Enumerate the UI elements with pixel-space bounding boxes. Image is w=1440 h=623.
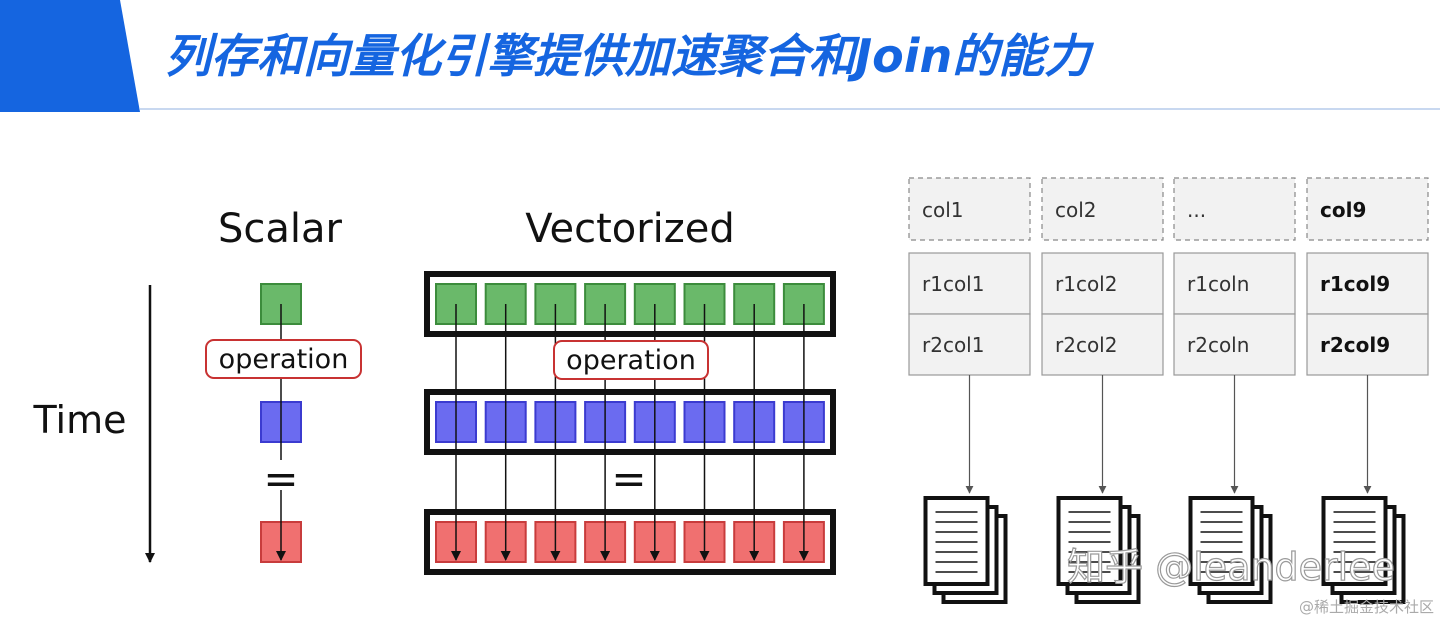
time-label: Time (33, 398, 127, 442)
column-row-label: r1coln (1187, 272, 1249, 296)
column-row-cell (1306, 252, 1429, 315)
column-header-label: col1 (922, 198, 964, 222)
watermark-main: 知乎 @leanderlee (1067, 545, 1395, 589)
column-row-cell (908, 313, 1031, 376)
column-row-cell (1173, 313, 1296, 376)
column-1: col1 r1col1 r2col1 (908, 177, 1031, 604)
column-store-section: col1 r1col1 r2col1 col2 r1col2 r2col2... r1col… (908, 177, 1429, 604)
vector-equals-bg (614, 460, 644, 490)
page-title: 列存和向量化引擎提供加速聚合和Join的能力 (165, 29, 1094, 83)
vectorized-heading: Vectorized (525, 206, 735, 252)
scalar-equals-bg (268, 460, 294, 490)
column-row-label: r1col1 (922, 272, 984, 296)
header-accent-shape (0, 0, 140, 112)
column-row-label: r2coln (1187, 333, 1249, 357)
column-row-label: r1col2 (1055, 272, 1117, 296)
vector-operation-label: operation (566, 345, 696, 376)
scalar-operation-box (205, 339, 362, 379)
vectorized-section: Vectorized operation = (424, 206, 836, 575)
document-stack-icon (1321, 496, 1406, 604)
column-row-cell (1173, 252, 1296, 315)
vector-operation-box (553, 340, 709, 380)
column-header-label: col9 (1320, 198, 1366, 222)
column-row-cell (1041, 313, 1164, 376)
document-stack-icon (1056, 496, 1141, 604)
column-row-cell (1306, 313, 1429, 376)
column-4: col9 r1col9 r2col9 (1306, 177, 1429, 604)
vector-equals: = (611, 454, 646, 503)
document-stack-icon (1188, 496, 1273, 604)
column-2: col2 r1col2 r2col2 (1041, 177, 1164, 604)
document-stack-icon (923, 496, 1008, 604)
column-row-label: r1col9 (1320, 272, 1390, 296)
column-header-cell (908, 177, 1031, 241)
column-3: ... r1coln r2coln (1173, 177, 1296, 604)
column-header-cell (1306, 177, 1429, 241)
scalar-section: Scalar Time operation = (33, 206, 362, 563)
column-row-label: r2col1 (922, 333, 984, 357)
header-band: 列存和向量化引擎提供加速聚合和Join的能力 (0, 0, 1440, 112)
column-header-cell (1173, 177, 1296, 241)
watermark-sub: @稀土掘金技术社区 (1299, 598, 1434, 616)
column-header-label: col2 (1055, 198, 1097, 222)
scalar-equals: = (263, 454, 298, 503)
watermark: 知乎 @leanderlee @稀土掘金技术社区 (1067, 544, 1434, 616)
scalar-heading: Scalar (218, 206, 343, 252)
scalar-operation-label: operation (219, 344, 349, 375)
column-row-label: r2col9 (1320, 333, 1390, 357)
column-header-label: ... (1187, 198, 1206, 222)
column-header-cell (1041, 177, 1164, 241)
column-row-label: r2col2 (1055, 333, 1117, 357)
